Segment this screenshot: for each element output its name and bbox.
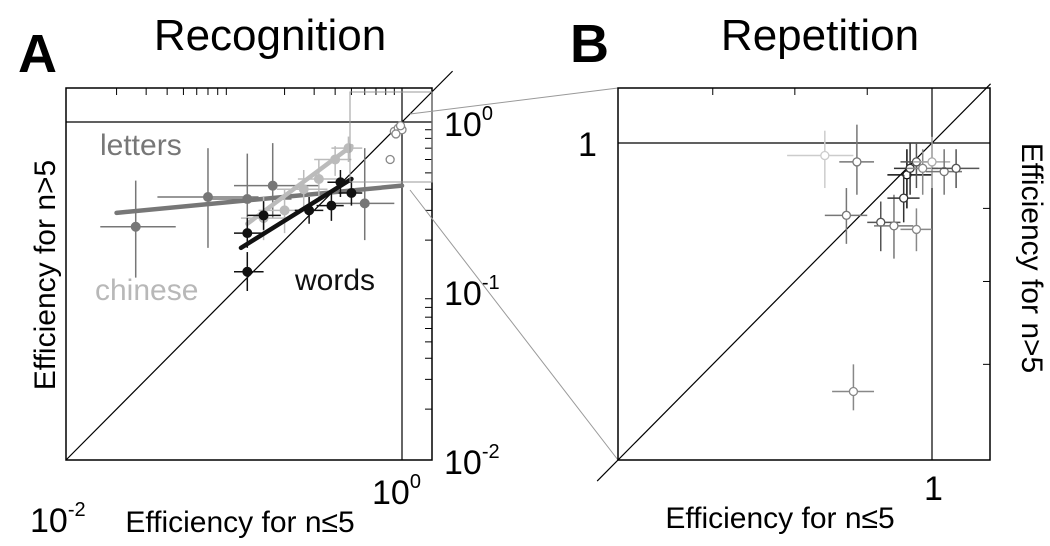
data-point-words xyxy=(346,188,357,199)
data-point-words xyxy=(326,200,337,211)
data-point-words xyxy=(258,210,269,221)
panel-a: A Recognition letters chinese words Effi… xyxy=(18,11,500,540)
panel-a-y-tick-0.01: 10-2 xyxy=(444,441,500,482)
zoom-line-bottom xyxy=(409,189,619,461)
panel-a-identity-line xyxy=(65,70,453,461)
data-point-chinese xyxy=(330,154,341,165)
data-point-series-0 xyxy=(820,150,830,161)
data-point-series-0 xyxy=(848,386,859,397)
panel-a-plot-area xyxy=(65,70,453,461)
panel-a-x-axis-label: Efficiency for n≤5 xyxy=(125,506,354,539)
data-point-series-0 xyxy=(939,166,949,177)
series-label-chinese: chinese xyxy=(95,274,198,307)
panel-a-x-tick-min: 10-2 xyxy=(30,499,86,540)
panel-b-y-axis-label: Efficiency for n>5 xyxy=(1015,143,1048,373)
data-point-letters xyxy=(267,180,278,191)
data-point-series-0 xyxy=(852,157,862,167)
panel-a-title: Recognition xyxy=(154,11,386,60)
series-label-words: words xyxy=(294,264,375,297)
data-point-words xyxy=(304,205,315,216)
data-point-series-3 xyxy=(391,129,401,139)
panel-a-y-tick-0.1: 10-1 xyxy=(444,272,500,313)
panel-a-y-tick-1: 100 xyxy=(444,103,493,144)
panel-b-letter: B xyxy=(570,14,609,74)
panel-a-frame xyxy=(65,87,433,461)
data-point-words xyxy=(242,266,253,277)
panel-b-frame xyxy=(617,87,991,461)
data-point-series-0 xyxy=(889,221,899,231)
data-point-chinese xyxy=(298,184,309,195)
panel-b-title: Repetition xyxy=(721,11,919,60)
data-point-chinese xyxy=(279,205,290,216)
data-point-series-3 xyxy=(385,154,395,165)
data-point-letters xyxy=(242,194,253,205)
panel-b-plot-area xyxy=(596,83,992,482)
fit-line-words xyxy=(238,176,354,251)
series-label-letters: letters xyxy=(100,129,182,162)
zoom-inset-box xyxy=(349,91,433,183)
data-point-series-0 xyxy=(951,163,961,173)
data-point-letters xyxy=(202,191,213,202)
zoom-connector xyxy=(349,87,619,461)
data-point-series-0 xyxy=(899,193,909,203)
data-point-words xyxy=(335,177,346,188)
data-point-series-0 xyxy=(911,224,922,235)
data-point-series-0 xyxy=(918,163,928,173)
data-point-letters xyxy=(130,221,141,232)
data-point-series-0 xyxy=(841,210,852,220)
data-point-words xyxy=(242,228,253,239)
panel-a-letter: A xyxy=(18,24,57,84)
data-point-series-0 xyxy=(927,157,937,167)
panel-b-identity-line xyxy=(596,83,992,482)
data-point-series-3 xyxy=(395,121,406,131)
data-point-chinese xyxy=(313,173,324,184)
panel-b-x-tick-1: 1 xyxy=(924,470,943,508)
panel-a-y-axis-label: Efficiency for n>5 xyxy=(29,160,62,390)
data-point-chinese xyxy=(343,143,354,154)
panel-b-x-axis-label: Efficiency for n≤5 xyxy=(665,502,894,535)
data-point-letters xyxy=(359,198,370,209)
zoom-line-top xyxy=(409,87,619,115)
panel-b: B Repetition Efficiency for n>5 Efficien… xyxy=(570,11,1048,535)
panel-a-x-tick-max: 100 xyxy=(372,471,421,512)
panel-b-y-tick-1: 1 xyxy=(578,126,597,164)
